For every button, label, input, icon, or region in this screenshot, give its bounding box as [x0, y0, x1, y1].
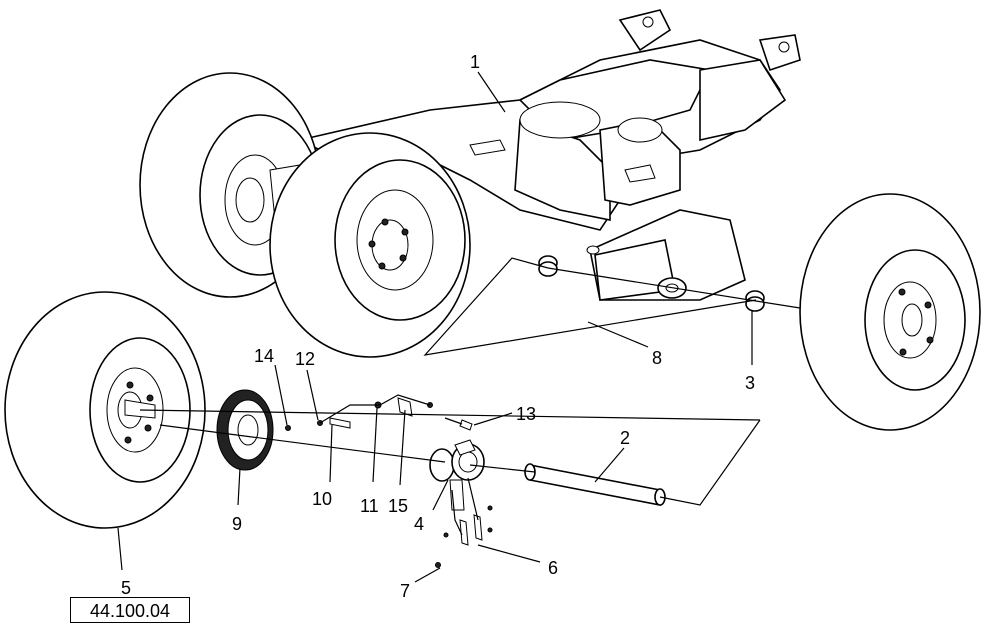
assembly-lines: [139, 257, 801, 536]
callout-1: 1: [470, 52, 480, 72]
callout-7: 7: [400, 581, 410, 601]
wheel-front-left: [269, 132, 471, 358]
callout-3: 3: [745, 373, 755, 393]
reference-code-box[interactable]: 44.100.04: [70, 597, 190, 623]
axle-pin: [524, 463, 666, 506]
leader-lines: [117, 71, 753, 583]
callout-6: 6: [548, 558, 558, 578]
brake-disc: [216, 389, 274, 471]
callout-15: 15: [388, 496, 408, 516]
hub-bracket: [429, 439, 485, 511]
callout-4: 4: [414, 514, 424, 534]
callout-12: 12: [295, 349, 315, 369]
callout-5: 5: [121, 578, 131, 598]
hardware-bolts: [285, 397, 473, 568]
callout-11: 11: [360, 496, 379, 516]
axle-frame: [297, 9, 801, 231]
callout-14: 14: [254, 346, 274, 366]
pin-clips: [443, 505, 493, 546]
wheel-right: [799, 193, 981, 431]
callout-2: 2: [620, 428, 630, 448]
callout-labels: 1 2 3 4 5 6 7 8 9 10 11 12 13 14 15: [121, 52, 755, 601]
callout-9: 9: [232, 514, 242, 534]
callout-8: 8: [652, 348, 662, 368]
callout-10: 10: [312, 489, 332, 509]
bushing-left: [538, 255, 558, 277]
callout-13: 13: [516, 404, 536, 424]
